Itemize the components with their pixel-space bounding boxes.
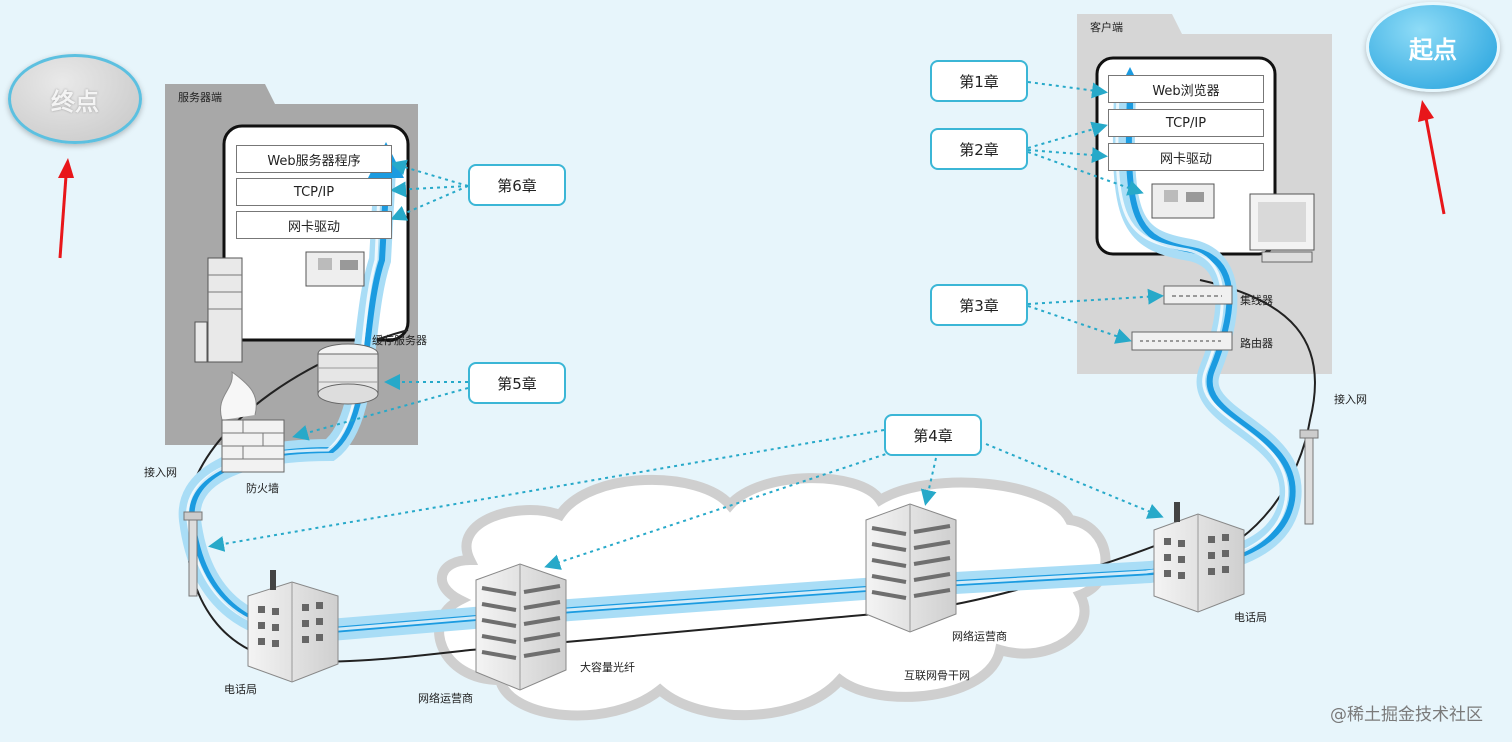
hub-icon bbox=[1163, 285, 1233, 305]
isp-right-label: 网络运营商 bbox=[952, 630, 1007, 643]
phone-office-right-building bbox=[1153, 502, 1245, 613]
cache-server-icon bbox=[317, 343, 379, 405]
server-layer-tcpip: TCP/IP bbox=[236, 178, 392, 206]
end-point-marker: 终点 bbox=[8, 54, 142, 144]
chapter-6-box: 第6章 bbox=[468, 164, 566, 206]
monitor-icon bbox=[1249, 193, 1315, 263]
chapter-4-box: 第4章 bbox=[884, 414, 982, 456]
chapter-3-box: 第3章 bbox=[930, 284, 1028, 326]
server-panel-title: 服务器端 bbox=[178, 91, 222, 104]
client-nic-card-icon bbox=[1151, 183, 1215, 219]
red-arrow-end bbox=[58, 158, 74, 259]
isp-left-label: 网络运营商 bbox=[418, 692, 473, 705]
red-arrow-start bbox=[1418, 100, 1446, 215]
chapter-2-box: 第2章 bbox=[930, 128, 1028, 170]
server-nic-card-icon bbox=[305, 251, 365, 287]
cache-server-label: 缓存服务器 bbox=[372, 334, 427, 347]
server-access-network-label: 接入网 bbox=[144, 466, 177, 479]
isp-left-building bbox=[475, 563, 567, 691]
phone-office-left-building bbox=[247, 570, 339, 683]
backbone-label: 互联网骨干网 bbox=[904, 669, 970, 682]
phone-office-left-label: 电话局 bbox=[224, 683, 257, 696]
client-layer-nic-driver: 网卡驱动 bbox=[1108, 143, 1264, 171]
chapter-5-box: 第5章 bbox=[468, 362, 566, 404]
utility-pole-right-icon bbox=[1299, 429, 1319, 525]
phone-office-right-label: 电话局 bbox=[1234, 611, 1267, 624]
firewall-icon bbox=[220, 370, 285, 473]
utility-pole-left-icon bbox=[183, 511, 203, 597]
client-access-network-label: 接入网 bbox=[1334, 393, 1367, 406]
chapter-connectors bbox=[208, 81, 1164, 570]
firewall-label: 防火墙 bbox=[246, 482, 279, 495]
hub-label: 集线器 bbox=[1240, 294, 1273, 307]
start-point-marker: 起点 bbox=[1366, 2, 1500, 92]
fiber-label: 大容量光纤 bbox=[580, 661, 635, 674]
server-rack-icon bbox=[194, 257, 243, 363]
watermark: @稀土掘金技术社区 bbox=[1330, 705, 1483, 725]
router-icon bbox=[1131, 331, 1233, 351]
client-layer-web-browser: Web浏览器 bbox=[1108, 75, 1264, 103]
router-label: 路由器 bbox=[1240, 337, 1273, 350]
client-panel-title: 客户端 bbox=[1090, 21, 1123, 34]
server-layer-nic-driver: 网卡驱动 bbox=[236, 211, 392, 239]
isp-right-building bbox=[865, 503, 957, 633]
chapter-1-box: 第1章 bbox=[930, 60, 1028, 102]
client-layer-tcpip: TCP/IP bbox=[1108, 109, 1264, 137]
server-layer-web-server: Web服务器程序 bbox=[236, 145, 392, 173]
